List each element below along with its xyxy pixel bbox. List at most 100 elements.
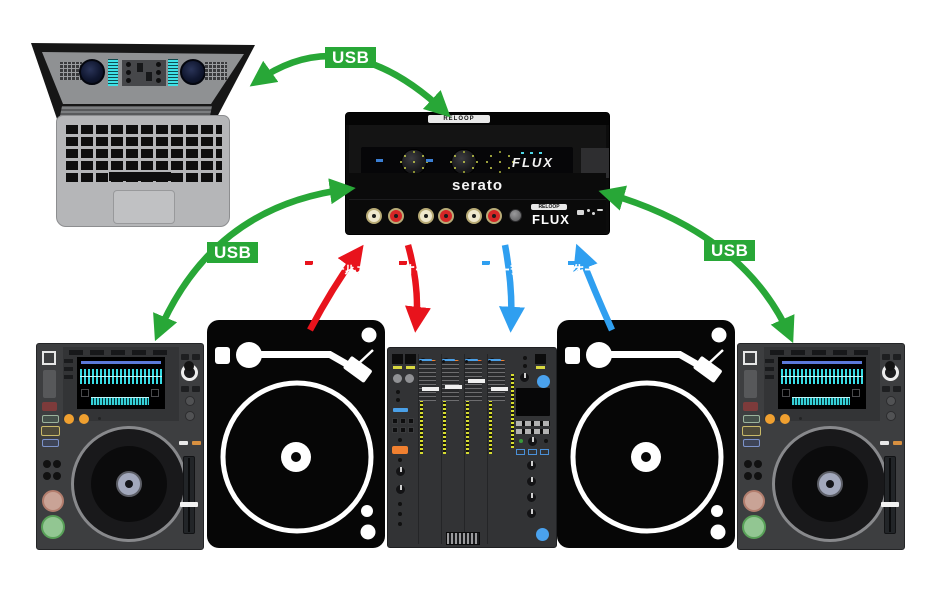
cdj-button-dot <box>744 460 752 468</box>
audio-cable-label-4-line2: ケーブル <box>572 263 620 277</box>
dj-software-mixer-panel <box>122 60 166 86</box>
mixer-pad-light-1 <box>393 366 402 369</box>
mixer-left-dot <box>398 512 402 516</box>
audio-cable-label-3: オーディオ ケーブル <box>482 261 545 277</box>
cdj-jog-hub-dot <box>125 480 133 488</box>
mixer-right-pad <box>535 354 546 364</box>
cdj-side-button <box>64 375 73 379</box>
cdj-right-dot <box>184 361 194 371</box>
audio-cable-label-4: オーディオ ケーブル <box>568 261 631 277</box>
led-ring-3 <box>499 161 501 163</box>
channel-vu-meter <box>443 374 446 454</box>
cdj-top-buttons <box>770 350 874 355</box>
cdj-jog-hub-dot <box>826 480 834 488</box>
cdj-eject-button <box>743 351 757 365</box>
laptop-spacebar <box>109 172 171 181</box>
mixer-left-dot <box>398 438 402 442</box>
rca-jack-deck2-right <box>438 208 454 224</box>
turntable-platter <box>220 380 374 534</box>
turntable-dot-2 <box>710 524 726 540</box>
mixer-blue-button-bottom <box>536 528 549 541</box>
cdj-browse-button <box>893 386 901 392</box>
cdj-button-dot <box>744 472 752 480</box>
cdj-side-button <box>765 359 774 363</box>
mixer-mini-button <box>392 427 398 433</box>
cdj-small-dot <box>799 417 802 420</box>
mixer-phones-knob <box>526 492 537 503</box>
turntable-dot-1 <box>361 505 373 517</box>
turntable-tonearm <box>215 342 374 383</box>
mixer-mini-button <box>400 418 406 424</box>
laptop <box>25 15 260 230</box>
mixer <box>387 347 557 548</box>
laptop-trackpad <box>113 190 175 224</box>
cdj-screen-bracket <box>852 389 860 397</box>
usb-label-right: USB <box>704 240 756 261</box>
channel-fader <box>465 361 485 401</box>
cdj-side-button <box>765 375 774 379</box>
channel-vu-meter <box>466 374 469 454</box>
mixer-master-knob <box>526 476 537 487</box>
cdj-side-button <box>765 367 774 371</box>
laptop-body <box>56 115 230 227</box>
flux-logo-rear: FLUX <box>532 212 570 227</box>
cdj-waveform-centerline <box>781 376 863 377</box>
rca-jack-deck1-right <box>388 208 404 224</box>
audio-interface: RELOOP FLUX serato RELOOP F <box>345 112 610 235</box>
cdj-button-dot <box>43 472 51 480</box>
mixer-left-knob-1 <box>393 374 402 383</box>
audio-cable-label-1-line2: ケーブル <box>309 263 357 277</box>
laptop-keyboard <box>66 122 222 182</box>
cdj-screen-bracket <box>151 389 159 397</box>
dj-software-pad-grid-left <box>60 62 82 80</box>
dj-software-jog-right <box>180 59 206 85</box>
interface-rear-button <box>509 209 522 222</box>
cdj-slot-strip <box>43 370 56 398</box>
cdj-browse-button <box>882 386 890 392</box>
mixer-blue-outline-button <box>516 449 525 455</box>
cdj-cue-light <box>64 414 74 424</box>
audio-cable-label-2-line2: ケーブル <box>403 263 451 277</box>
mixer-mini-button <box>408 418 414 424</box>
channel-fader-handle <box>422 387 439 391</box>
mixer-right-pad-light <box>536 366 545 369</box>
master-vu-meter <box>511 374 514 448</box>
cdj-waveform-overview <box>91 397 149 405</box>
interface-top-panel: FLUX <box>349 125 609 178</box>
channel-vu-meter <box>489 374 492 454</box>
mixer-right-knob-top <box>519 372 530 383</box>
turntable-dot-2 <box>360 524 376 540</box>
mixer-channel-2 <box>441 354 464 544</box>
interface-front-face: serato <box>349 173 606 199</box>
cdj-tempo-reset-light <box>880 441 889 445</box>
usb-label-top: USB <box>325 47 377 68</box>
cdj-top-buttons <box>69 350 173 355</box>
cdj-screen-bracket <box>782 389 790 397</box>
cdj-display-block <box>764 347 880 421</box>
cdj-right <box>737 343 905 550</box>
mixer-pad-2 <box>405 354 416 364</box>
rca-jack-mix-right <box>486 208 502 224</box>
channel-fader <box>419 361 439 401</box>
cdj-button-dot <box>754 472 762 480</box>
mixer-mini-button <box>400 427 406 433</box>
cdj-slot-strip <box>744 370 757 398</box>
cdj-display-block <box>63 347 179 421</box>
rca-jack-deck1-left <box>366 208 382 224</box>
mixer-right-dot <box>544 439 548 443</box>
flux-logo-ticks <box>521 152 524 154</box>
mixer-left-blue-slider <box>393 408 408 412</box>
cdj-browse-button <box>192 386 200 392</box>
cdj-screen-header <box>81 361 161 364</box>
cdj-pitch-fader-handle <box>180 502 198 507</box>
indicator-dot-1 <box>587 209 590 212</box>
cdj-screen <box>778 357 866 409</box>
mixer-green-dot <box>519 439 523 443</box>
cdj-right-knob-1 <box>185 396 195 406</box>
turntable-corner-dot <box>711 327 727 343</box>
mixer-pad-light-2 <box>406 366 415 369</box>
cdj-right-knob-1 <box>886 396 896 406</box>
cdj-browse-button <box>882 354 890 360</box>
mixer-left-dot <box>396 390 400 394</box>
channel-fader <box>442 361 462 401</box>
